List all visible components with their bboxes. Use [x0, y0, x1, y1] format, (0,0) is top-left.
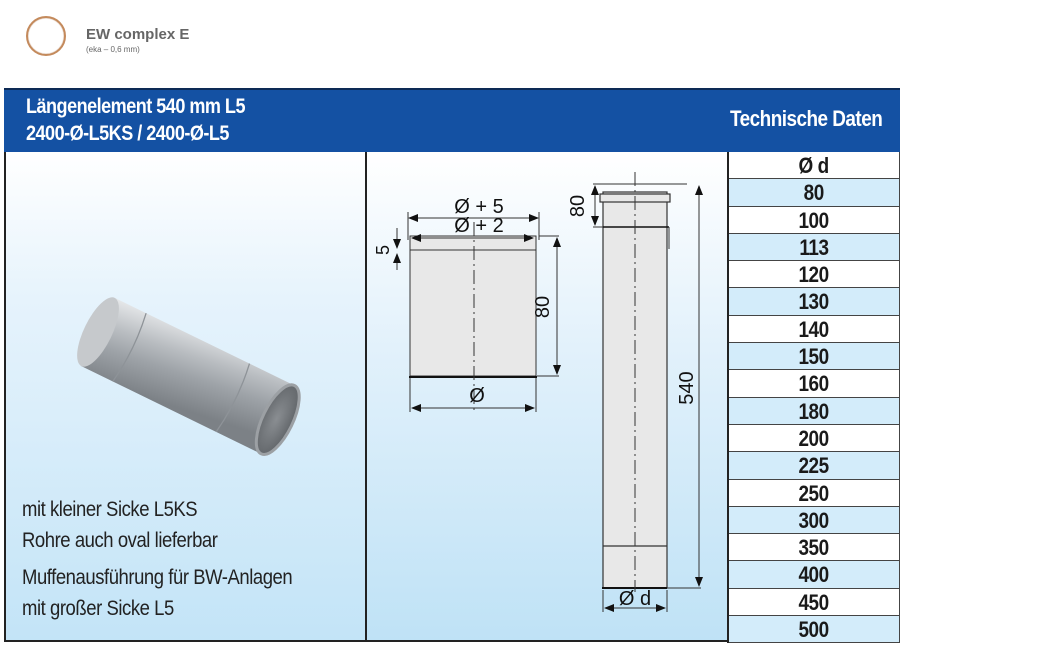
table-row: 113	[729, 233, 900, 262]
table-row: 250	[729, 479, 900, 507]
table-row: 350	[729, 534, 900, 562]
table-row: 80	[729, 179, 900, 207]
dim-outer-label: Ø + 5	[454, 196, 503, 218]
table-row: 400	[729, 561, 900, 589]
table-row: 300	[729, 506, 900, 535]
dim-pipe-length-label: 540	[676, 371, 698, 404]
table-row: 500	[729, 616, 900, 644]
table-row: 200	[729, 424, 900, 453]
table-row: 120	[729, 261, 900, 289]
sheet-header: Längenelement 540 mm L5 2400-Ø-L5KS / 24…	[4, 88, 900, 152]
dim-pipe-diameter-label: Ø d	[619, 588, 651, 610]
table-row: 180	[729, 397, 900, 425]
table-row: 150	[729, 343, 900, 371]
technical-data-table: Ø d 80 100 113 120 130 140 150 160 180 2…	[727, 152, 900, 644]
table-row: 130	[729, 288, 900, 316]
dim-base-label: Ø	[469, 385, 485, 407]
technical-data-heading: Technische Daten	[730, 106, 883, 131]
technical-drawing-panel: Ø + 5 Ø + 2 5 80 Ø	[367, 152, 727, 642]
dim-pipe-top-label: 80	[567, 195, 589, 217]
product-line-subtitle: (eka – 0,6 mm)	[86, 45, 140, 54]
product-title: Längenelement 540 mm L5	[26, 95, 246, 118]
table-row: 225	[729, 452, 900, 480]
table-row: 160	[729, 370, 900, 398]
product-line-title: EW complex E	[86, 26, 190, 43]
dim-bead-label: 5	[373, 245, 393, 255]
material-ring-icon	[26, 16, 66, 56]
socket-detail-drawing: Ø + 5 Ø + 2 5 80 Ø	[373, 196, 561, 412]
dim-height-label: 80	[532, 296, 554, 318]
note-large-bead: mit großer Sicke L5	[22, 597, 174, 620]
table-row: 450	[729, 588, 900, 617]
pipe-photo-icon	[77, 297, 301, 456]
product-photo-panel: mit kleiner Sicke L5KS Rohre auch oval l…	[4, 152, 367, 642]
table-row: 140	[729, 315, 900, 344]
table-header: Ø d	[729, 152, 900, 180]
dim-inner-label: Ø + 2	[454, 215, 503, 237]
note-socket-design: Muffenausführung für BW-Anlagen	[22, 566, 293, 589]
note-small-bead: mit kleiner Sicke L5KS	[22, 498, 198, 521]
product-sheet: Längenelement 540 mm L5 2400-Ø-L5KS / 24…	[4, 88, 900, 644]
pipe-length-drawing: 80 540 Ø d	[567, 172, 703, 612]
product-code: 2400-Ø-L5KS / 2400-Ø-L5	[26, 122, 229, 145]
note-oval-available: Rohre auch oval lieferbar	[22, 529, 218, 552]
table-row: 100	[729, 206, 900, 234]
